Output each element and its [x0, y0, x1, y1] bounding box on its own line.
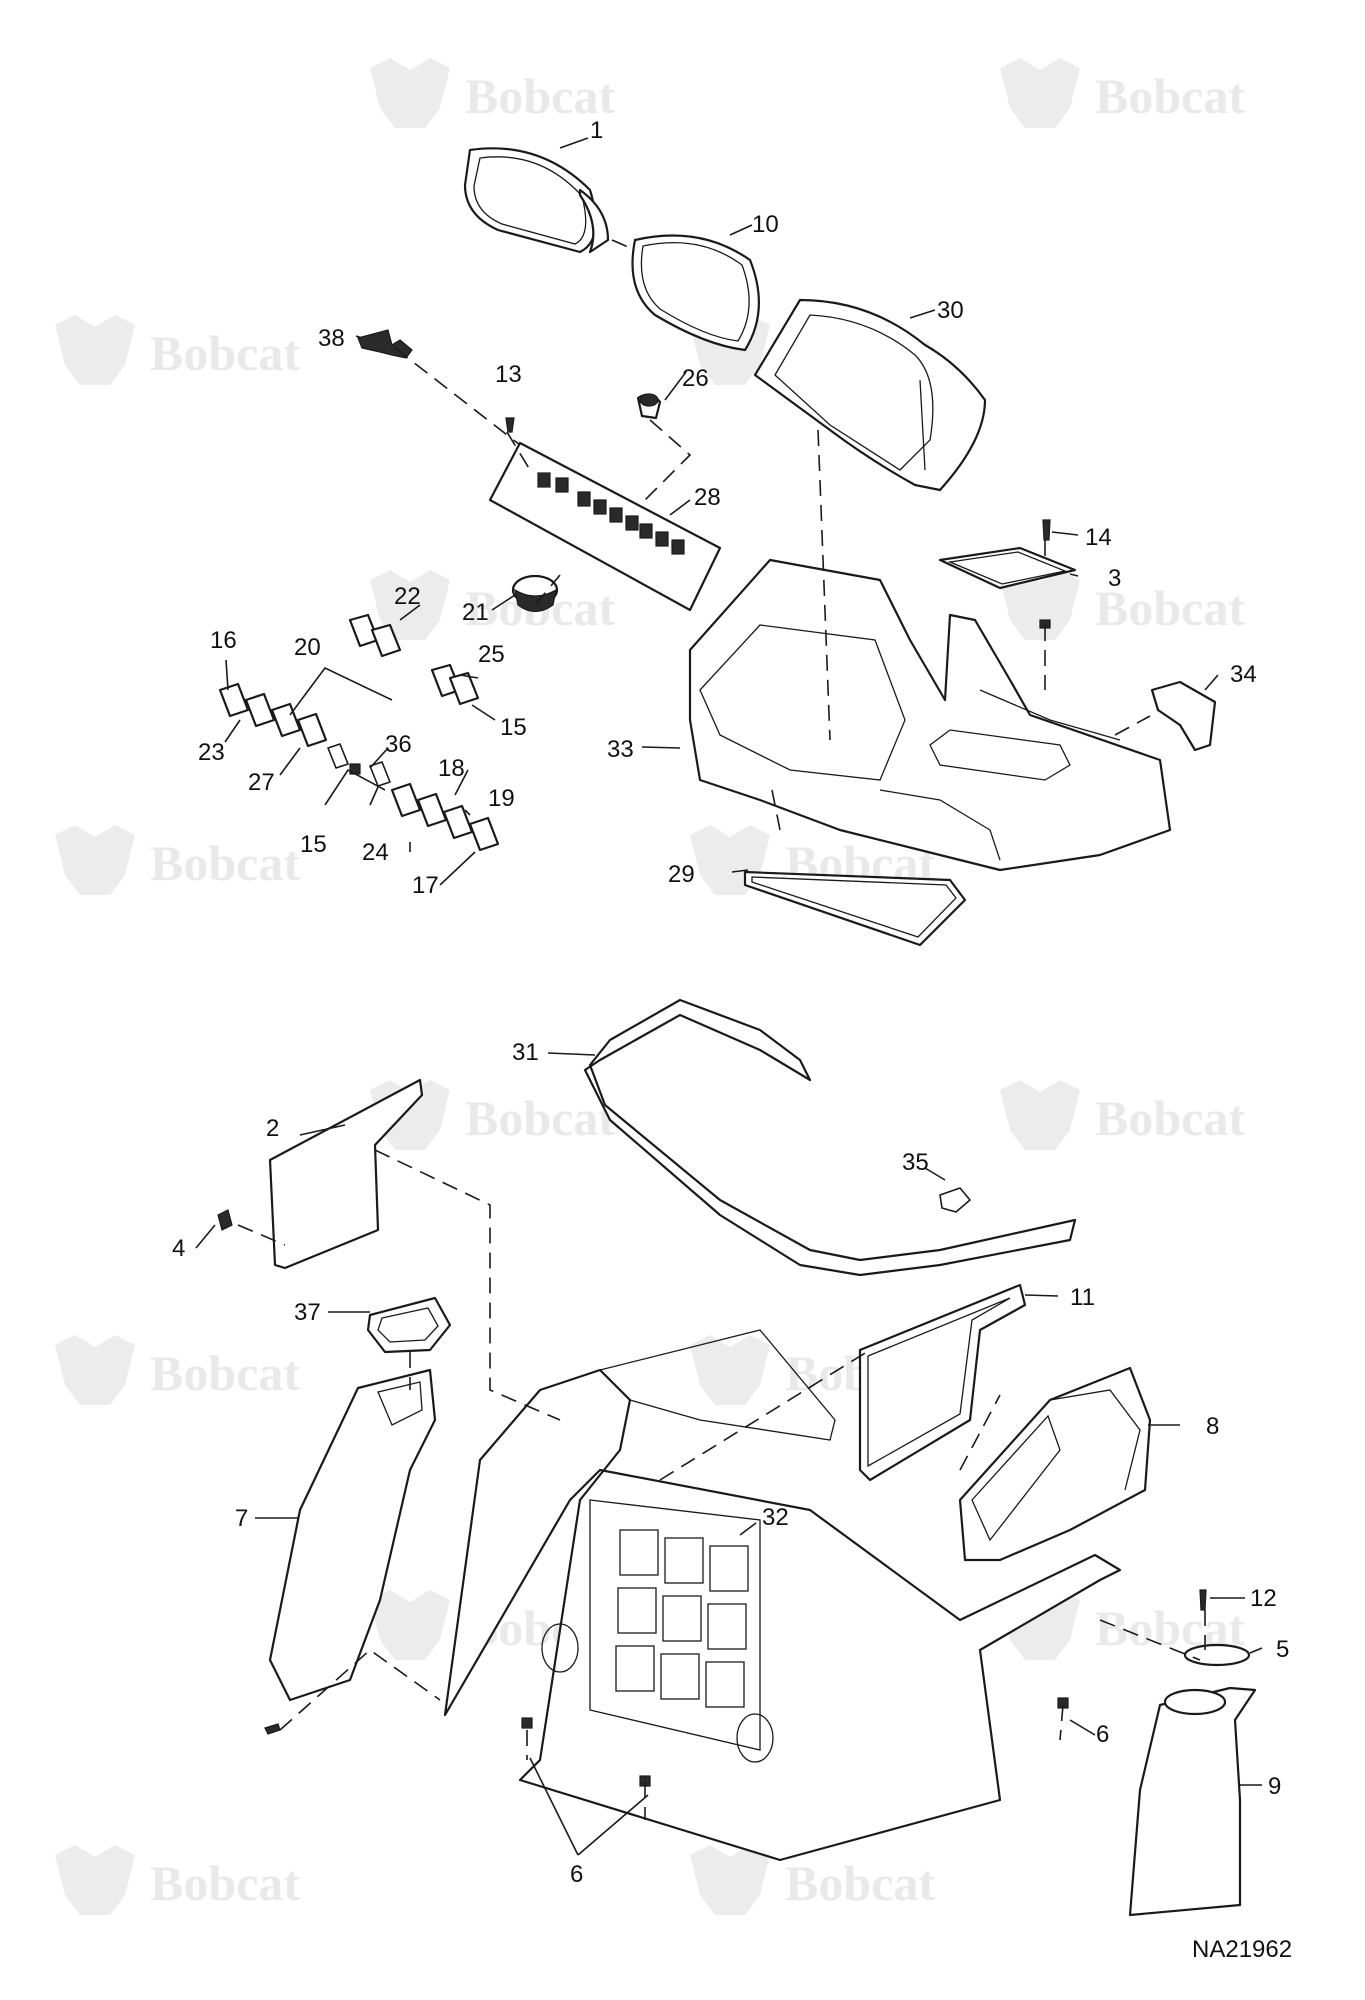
callout-15: 15 — [500, 714, 527, 741]
part-6-clip — [521, 1717, 533, 1729]
part-7-left-panel — [268, 1368, 437, 1702]
callout-37: 37 — [294, 1299, 321, 1326]
callout-15: 15 — [300, 831, 327, 858]
callout-19: 19 — [488, 785, 515, 812]
watermark-text: Bobcat — [150, 835, 300, 891]
leader-lines — [195, 137, 1263, 1856]
callout-9: 9 — [1268, 1773, 1281, 1800]
part-21-ignition-switch — [511, 574, 559, 613]
callout-14: 14 — [1085, 524, 1112, 551]
drawing-code: NA21962 — [1192, 1936, 1292, 1963]
assembly-lines — [237, 239, 1206, 1820]
callout-18: 18 — [438, 755, 465, 782]
watermark-text: Bobcat — [785, 1855, 935, 1911]
watermark-text: Bobcat — [150, 325, 300, 381]
part-2-plate — [268, 1078, 424, 1270]
callout-27: 27 — [248, 769, 275, 796]
rocker-switches — [218, 613, 500, 852]
watermark-text: Bobcat — [1095, 68, 1245, 124]
callout-21: 21 — [462, 599, 489, 626]
callout-3: 3 — [1108, 565, 1121, 592]
callout-16: 16 — [210, 627, 237, 654]
callout-17: 17 — [412, 872, 439, 899]
part-29-seal — [743, 870, 967, 947]
part-33-upper-dash-shroud — [688, 558, 1172, 872]
part-30-cluster-bezel — [753, 298, 987, 492]
callout-7: 7 — [235, 1505, 248, 1532]
part-37-grommet — [366, 1296, 452, 1354]
part-12-screw — [1199, 1589, 1207, 1611]
callout-29: 29 — [668, 861, 695, 888]
part-8-module — [958, 1366, 1152, 1562]
part-4-screw — [217, 1209, 233, 1231]
callout-25: 25 — [478, 641, 505, 668]
watermark-text: Bobcat — [465, 68, 615, 124]
callout-35: 35 — [902, 1149, 929, 1176]
part-13-screw — [505, 417, 515, 433]
part-screw — [264, 1723, 281, 1735]
part-32-lower-dash — [443, 1329, 1122, 1862]
callout-28: 28 — [694, 484, 721, 511]
part-31-channel — [583, 998, 1077, 1277]
callout-1: 1 — [590, 117, 603, 144]
part-3-cover — [938, 546, 1077, 590]
part-35-plug — [939, 1187, 971, 1213]
callout-11: 11 — [1070, 1284, 1095, 1311]
watermark-text: Bobcat — [1095, 580, 1245, 636]
callout-22: 22 — [394, 583, 421, 610]
callout-32: 32 — [762, 1504, 789, 1531]
callout-38: 38 — [318, 325, 345, 352]
part-1-instrument-cluster — [463, 147, 610, 254]
part-34-bracket — [1150, 680, 1217, 752]
watermark-text: Bobcat — [150, 1855, 300, 1911]
callout-24: 24 — [362, 839, 389, 866]
watermark-text: Bobcat — [465, 1090, 615, 1146]
callout-23: 23 — [198, 739, 225, 766]
part-9-right-panel — [1128, 1686, 1257, 1917]
callout-5: 5 — [1276, 1636, 1289, 1663]
callout-34: 34 — [1230, 661, 1257, 688]
part-14-screw — [1042, 519, 1051, 541]
callout-20: 20 — [294, 634, 321, 661]
part-5-washer — [1183, 1643, 1251, 1667]
callout-10: 10 — [752, 211, 779, 238]
callout-8: 8 — [1206, 1413, 1219, 1440]
callout-33: 33 — [607, 736, 634, 763]
callout-6: 6 — [1096, 1721, 1109, 1748]
callout-labels: 1 10 30 38 13 26 14 3 28 34 33 29 21 22 … — [172, 117, 1289, 1888]
callout-30: 30 — [937, 297, 964, 324]
callout-31: 31 — [512, 1039, 539, 1066]
part-28-switch-panel — [488, 441, 722, 612]
callout-36: 36 — [385, 731, 412, 758]
callout-26: 26 — [682, 365, 709, 392]
callout-13: 13 — [495, 361, 522, 388]
callout-12: 12 — [1250, 1585, 1277, 1612]
callout-4: 4 — [172, 1235, 185, 1262]
callout-6: 6 — [570, 1861, 583, 1888]
callout-2: 2 — [266, 1115, 279, 1142]
part-38-key — [357, 329, 413, 359]
part-26-plug — [636, 393, 662, 420]
watermark-text: Bobcat — [1095, 1090, 1245, 1146]
watermark-text: Bobcat — [150, 1345, 300, 1401]
part-10-gasket — [631, 234, 760, 352]
part-11-seal — [858, 1283, 1027, 1482]
